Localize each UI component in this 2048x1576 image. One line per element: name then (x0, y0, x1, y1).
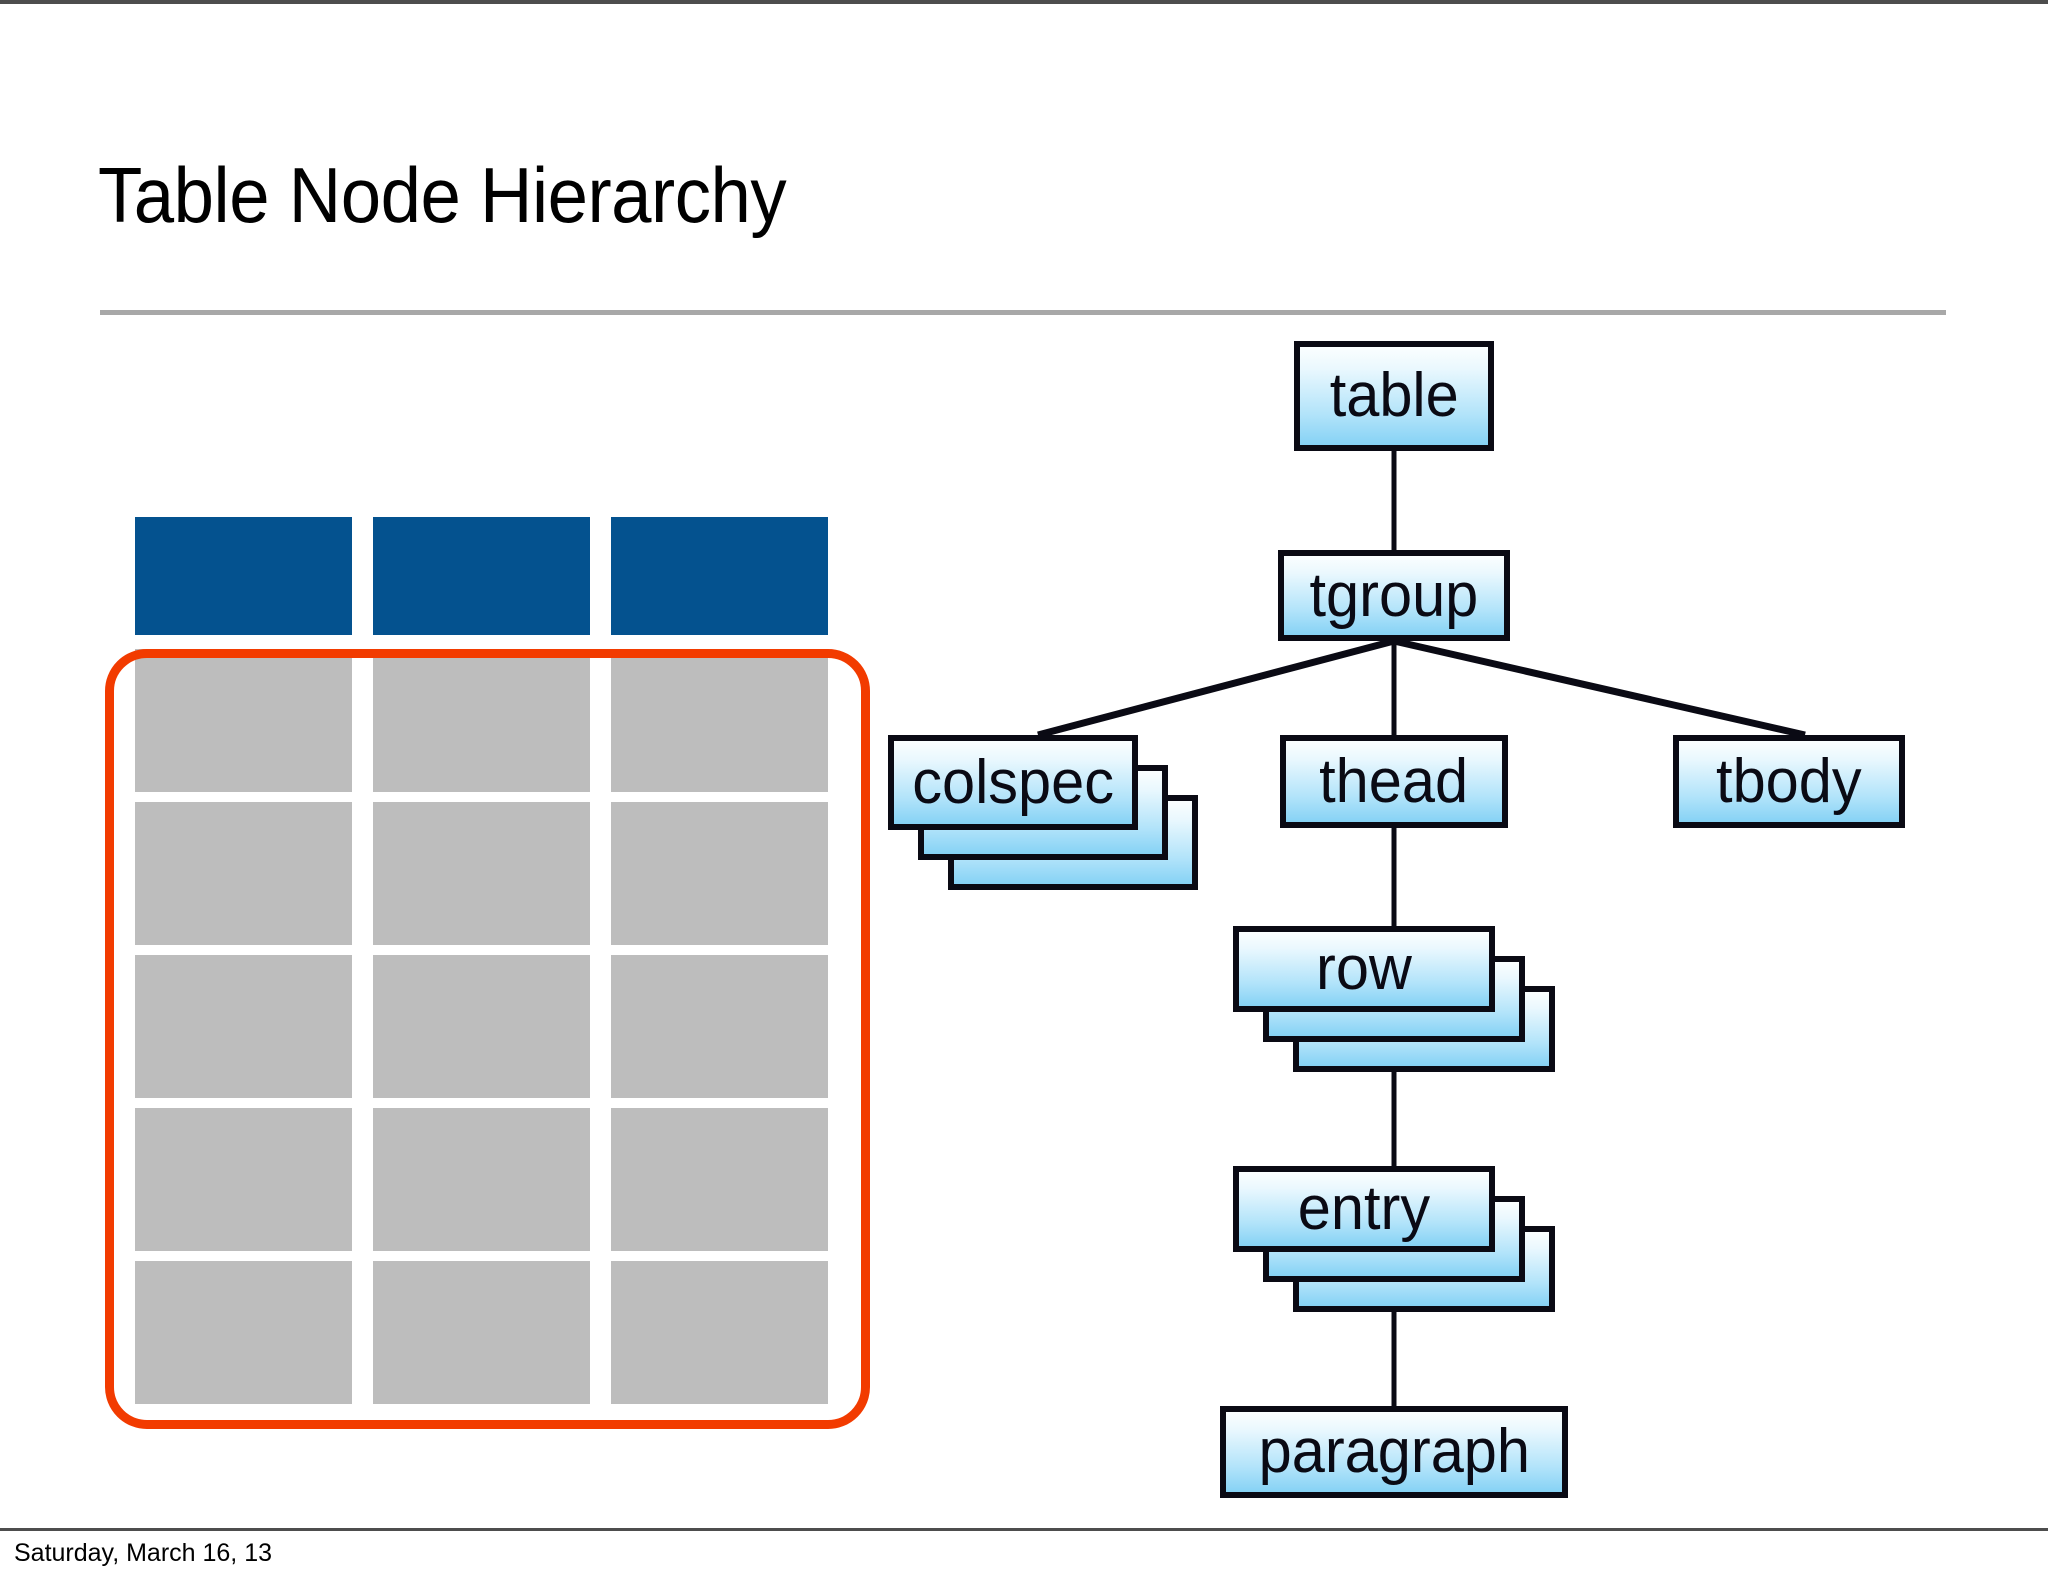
table-body-cell (373, 649, 590, 792)
tree-node-label: paragraph (1258, 1417, 1530, 1486)
stack-layer-mid (1263, 956, 1525, 1042)
table-body-cell (135, 1108, 352, 1251)
table-body-cell (373, 1108, 590, 1251)
table-body-cell (135, 802, 352, 945)
table-body-cell (611, 955, 828, 1098)
table-body-cell (135, 1261, 352, 1404)
stack-layer-back (1293, 1226, 1555, 1312)
tree-node-label: thead (1319, 746, 1469, 816)
table-header-cell (373, 517, 590, 635)
page-title: Table Node Hierarchy (98, 151, 787, 239)
tree-node-paragraph[interactable]: paragraph (1220, 1406, 1568, 1498)
title-divider (100, 310, 1946, 315)
table-body-cell (135, 649, 352, 792)
table-illustration (135, 517, 828, 1404)
table-body-cell (373, 955, 590, 1098)
table-header-cell (135, 517, 352, 635)
highlight-rounded-rect (105, 649, 870, 1429)
tree-node-tbody[interactable]: tbody (1673, 735, 1905, 828)
table-body-cell (611, 802, 828, 945)
stack-layer-mid (1263, 1196, 1525, 1282)
tree-node-thead[interactable]: thead (1280, 735, 1508, 828)
edge-tgroup-colspec (1037, 637, 1395, 739)
footer-date: Saturday, March 16, 13 (14, 1539, 273, 1567)
tree-node-entry[interactable]: entry (1233, 1166, 1555, 1312)
tree-node-colspec[interactable]: colspec (888, 735, 1198, 890)
stack-layer-front: colspec (888, 735, 1138, 830)
edge-tgroup-tbody (1393, 637, 1806, 739)
stack-layer-front: entry (1233, 1166, 1495, 1252)
table-body-cell (611, 1261, 828, 1404)
stack-layer-front: row (1233, 926, 1495, 1012)
table-body-cell (135, 955, 352, 1098)
tree-node-label: tbody (1716, 746, 1862, 816)
tree-node-label: table (1329, 361, 1459, 430)
table-body-cell (611, 649, 828, 792)
stack-layer-back (1293, 986, 1555, 1072)
table-body-cell (611, 1108, 828, 1251)
table-header-cell (611, 517, 828, 635)
footer-divider (0, 1528, 2048, 1531)
tree-node-label: row (1316, 934, 1412, 1003)
tree-node-table[interactable]: table (1294, 341, 1494, 451)
stack-layer-mid (918, 765, 1168, 860)
tree-node-label: tgroup (1309, 560, 1479, 630)
table-body-cell (373, 802, 590, 945)
tree-node-label: entry (1297, 1174, 1431, 1243)
stack-layer-back (948, 795, 1198, 890)
tree-node-label: colspec (912, 747, 1114, 817)
tree-node-row[interactable]: row (1233, 926, 1555, 1072)
tree-node-tgroup[interactable]: tgroup (1278, 550, 1510, 641)
table-body-cell (373, 1261, 590, 1404)
